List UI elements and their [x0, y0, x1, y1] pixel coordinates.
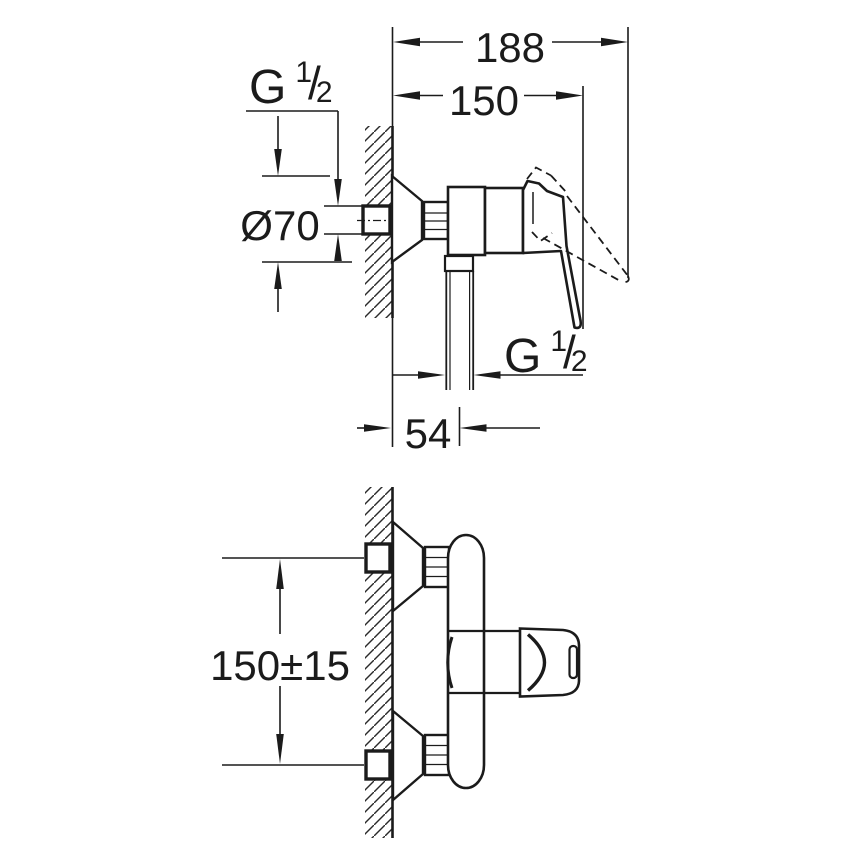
- dome-edge-arc: [446, 636, 454, 689]
- dim-overall-depth: [393, 27, 629, 278]
- lever-handle-side: [521, 179, 583, 330]
- union-nut-bottom: [423, 733, 451, 777]
- outlet-flange: [443, 254, 475, 273]
- handle-knob-plan: [449, 627, 581, 698]
- valve-body-front: [483, 186, 525, 255]
- thread-label-outlet: G 1 / 2: [504, 327, 588, 381]
- dim-outlet-thread: [392, 371, 583, 379]
- valve-body-rear: [446, 185, 487, 257]
- union-nut-top: [423, 545, 451, 589]
- dim-label-escutcheon-diameter: Ø70: [240, 202, 320, 249]
- thread-slash: /: [308, 57, 321, 109]
- dim-label-inlet-spacing: 150±15: [210, 642, 350, 689]
- dim-label-depth-to-handle: 150: [448, 77, 520, 124]
- lever-handle-raised-dashed: [526, 166, 630, 284]
- dim-inlet-spacing: [222, 557, 364, 766]
- inlet-union-top: [364, 542, 392, 574]
- thread-numerator: 1: [550, 325, 568, 358]
- body-capsule: [446, 533, 486, 790]
- wall-section-plan: [365, 487, 392, 838]
- dim-label-outlet-offset: 54: [404, 410, 452, 457]
- outlet-pipe: [445, 271, 475, 390]
- inlet-union-bottom: [364, 749, 392, 781]
- thread-slash: /: [563, 326, 576, 378]
- knob-slot: [568, 644, 579, 680]
- dim-escutcheon-diameter: [262, 116, 352, 312]
- thread-denominator: 2: [315, 76, 333, 109]
- side-view: [246, 27, 630, 447]
- union-nut-side: [422, 200, 450, 241]
- dim-depth-to-handle: [393, 86, 584, 329]
- thread-numerator: 1: [295, 56, 313, 89]
- escutcheon-side: [390, 173, 424, 265]
- thread-label-inlet: G 1 / 2: [249, 58, 333, 112]
- escutcheon-top: [391, 519, 425, 614]
- escutcheon-bottom: [391, 708, 425, 803]
- dim-inlet-thread: [246, 110, 362, 261]
- knob-dome-curve: [526, 633, 546, 692]
- dim-outlet-offset: [357, 407, 540, 446]
- thread-letter: G: [249, 61, 287, 114]
- thread-letter: G: [504, 330, 542, 383]
- thread-denominator: 2: [570, 345, 588, 378]
- plan-view: [222, 487, 581, 838]
- dim-label-overall-depth: 188: [474, 24, 546, 71]
